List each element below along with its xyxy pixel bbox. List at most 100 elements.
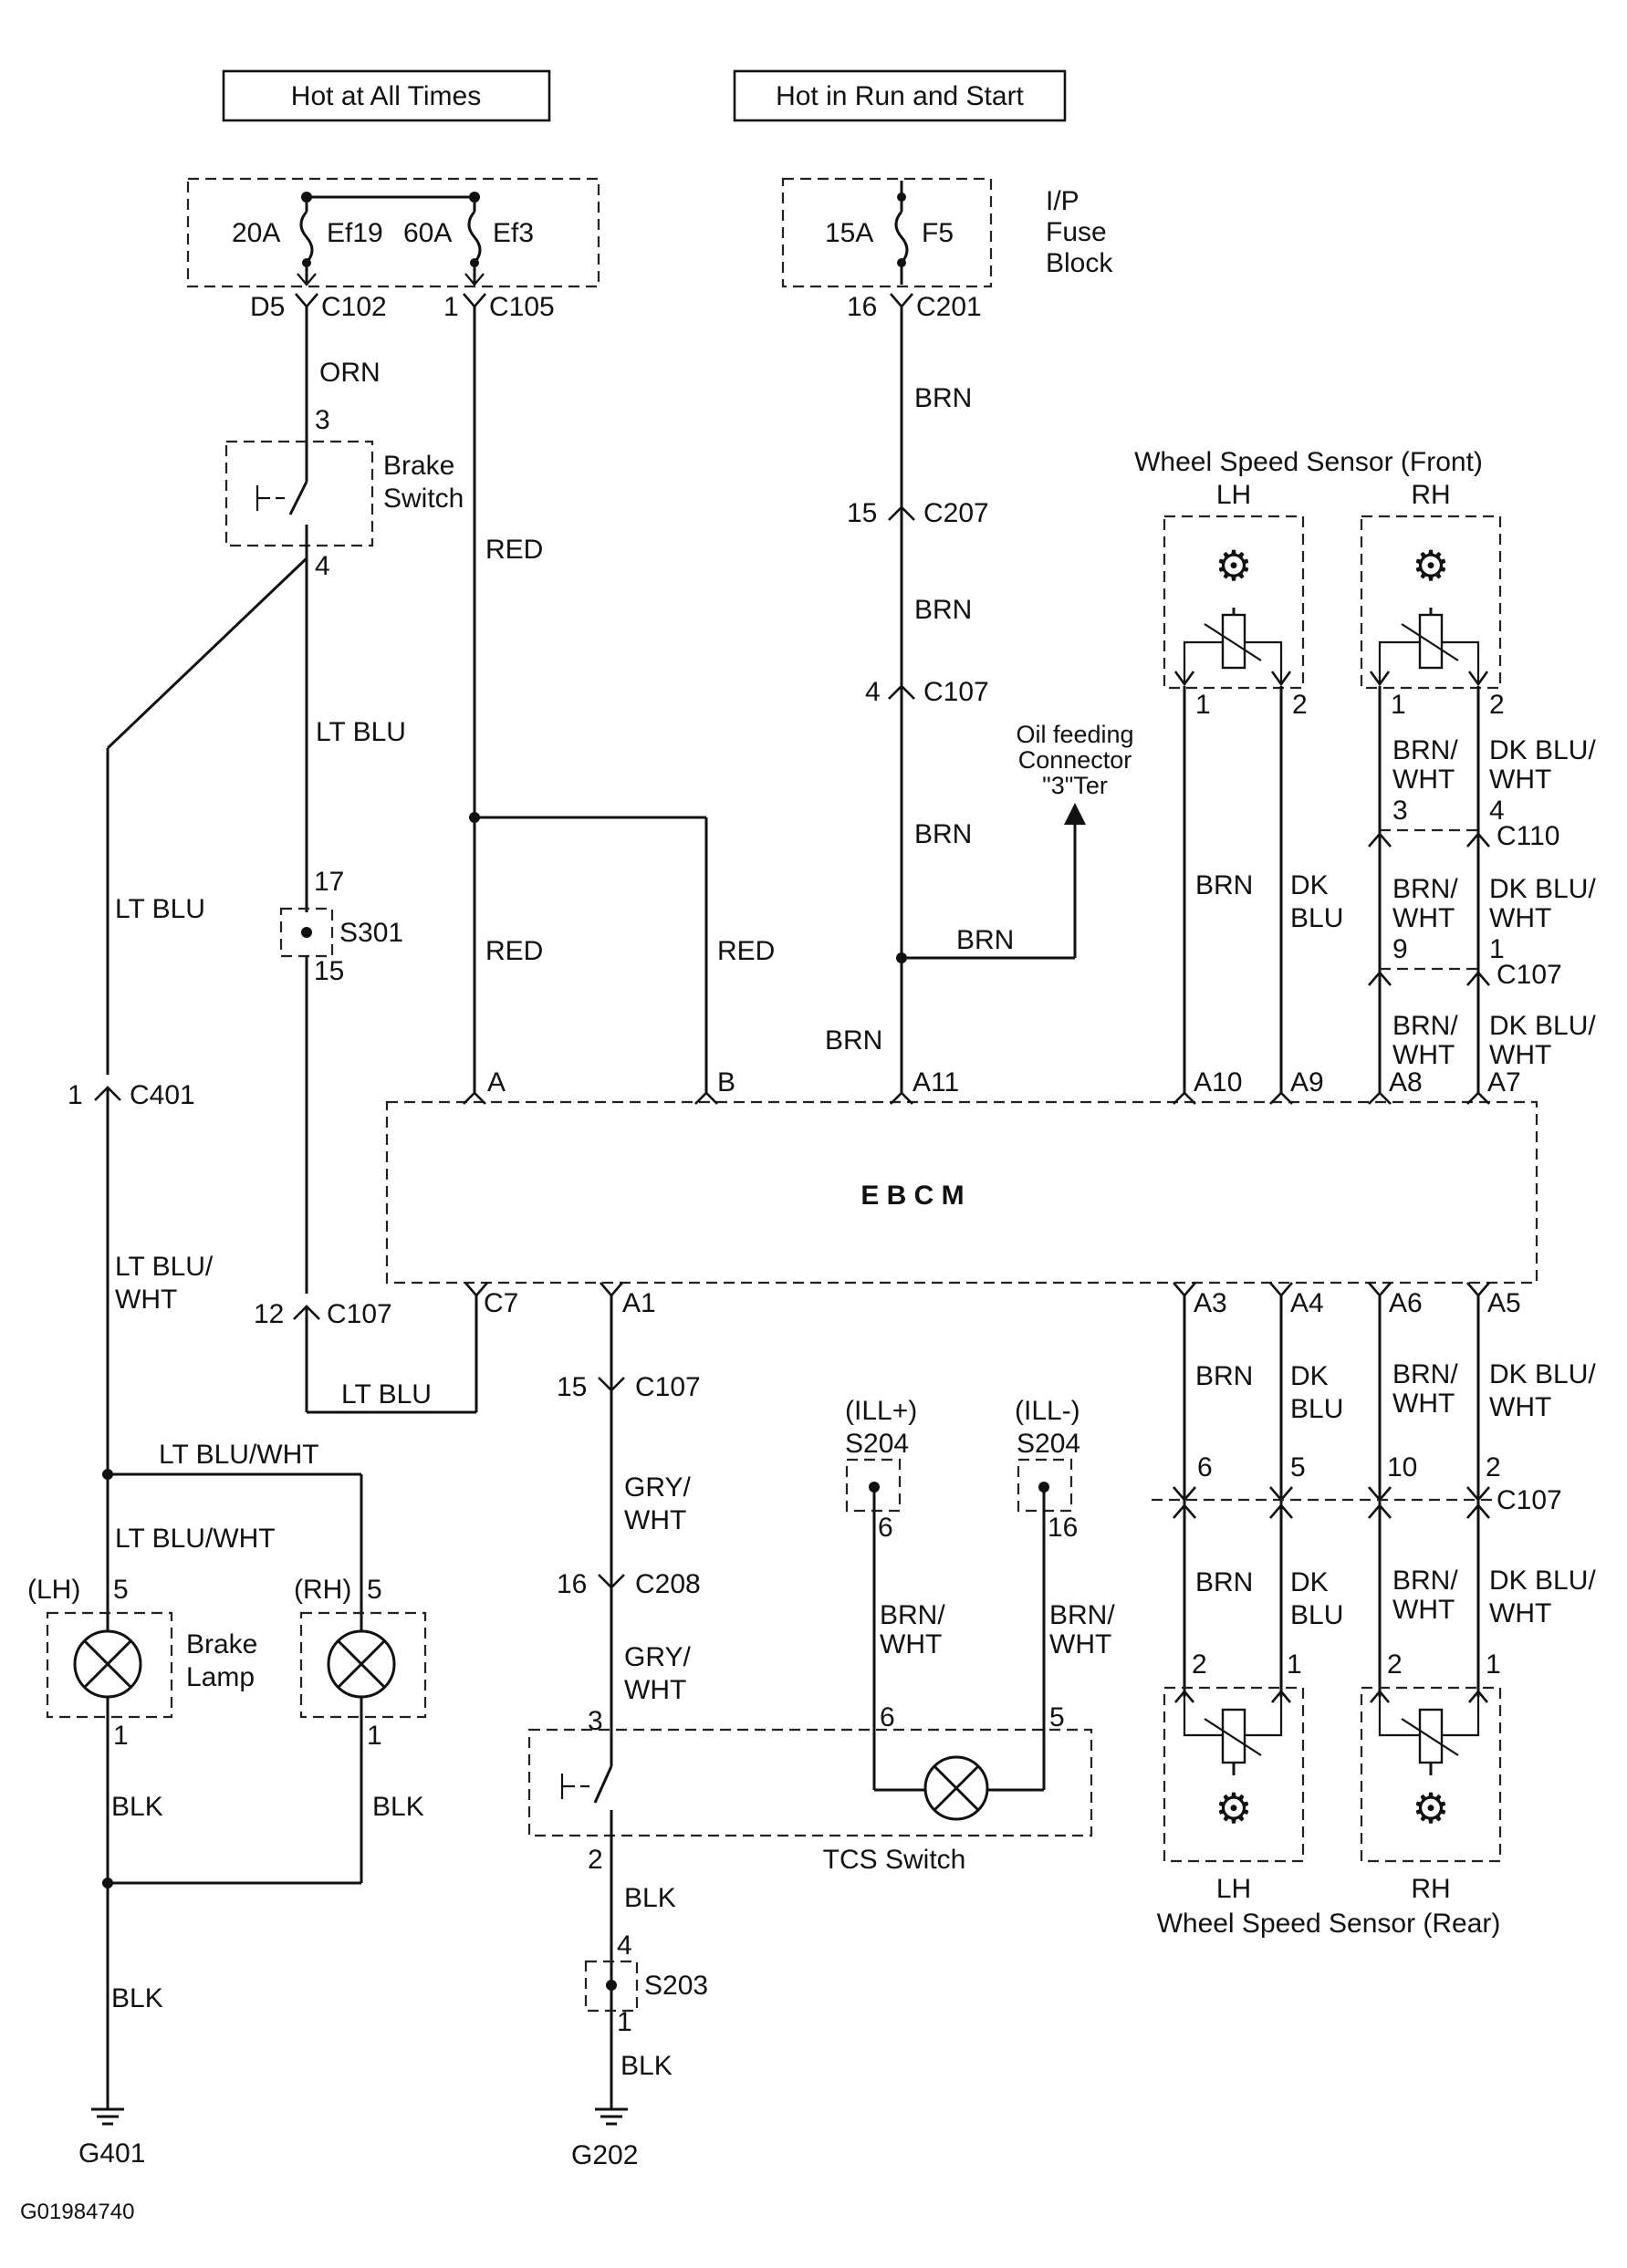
header-hot-run-start-label: Hot in Run and Start (776, 81, 1024, 111)
splice-s203: 4 S203 1 (584, 1930, 708, 2037)
tcs-pin-out: 2 (588, 1845, 603, 1875)
c401-pin: 1 (68, 1080, 83, 1110)
wire-lt-blu-left: LT BLU (115, 894, 205, 924)
ground-g401: G401 (78, 2107, 145, 2169)
wss-rear-lh: LH (1216, 1874, 1251, 1904)
wire-dk-blu-wht-fr-1b: WHT (1489, 765, 1551, 795)
wire-brn-wht-fr-3b: WHT (1392, 1040, 1455, 1070)
wire-brn-wht-fr-2a: BRN/ (1392, 874, 1458, 904)
wire-gry-wht-1a: GRY/ (624, 1472, 691, 1503)
brake-switch-pin-in: 3 (315, 405, 330, 435)
wire-dk-blu-wht-a5-a: DK BLU/ (1489, 1359, 1596, 1389)
tcs-switch-label: TCS Switch (823, 1845, 966, 1875)
s204-ill-plus-label: (ILL+) (845, 1396, 917, 1426)
brake-lamp-lh (46, 1611, 173, 1719)
c105-pin: 1 (443, 292, 459, 322)
c107-front-pin9: 9 (1392, 934, 1408, 964)
wire-brn-oil: BRN (956, 925, 1014, 955)
oil-feeding-label-1: Oil feeding (1016, 721, 1133, 748)
lamp-lh-pin-out: 1 (113, 1721, 129, 1751)
gear-icon: ⚙ (1215, 1784, 1252, 1832)
wire-brn-wht-fr-1a: BRN/ (1392, 735, 1458, 765)
brake-lamp-label-2: Lamp (186, 1662, 255, 1692)
pin-b: B (717, 1067, 735, 1098)
connector-c401: 1 C401 (68, 1080, 195, 1110)
ebcm-top-pins: A B A11 A10 A9 A8 A7 (463, 1067, 1521, 1105)
lamp-rh-pin-out: 1 (367, 1721, 382, 1751)
fuse-ef19-amp: 20A (232, 218, 280, 248)
wire-brn-rl: BRN (1195, 1567, 1253, 1597)
pin-a: A (487, 1067, 506, 1098)
c102-pin: D5 (250, 292, 285, 322)
brake-lamp-rh (299, 1611, 427, 1719)
wire-red-3: RED (717, 936, 775, 966)
gear-icon: ⚙ (1412, 542, 1449, 589)
wire-brn-wht-fr-3a: BRN/ (1392, 1011, 1458, 1041)
pin-a11: A11 (913, 1067, 959, 1098)
wire-blk-tcs: BLK (624, 1883, 676, 1913)
s203-pin-in: 4 (617, 1930, 632, 1961)
wire-brn-wht-ill-1a: BRN/ (880, 1600, 945, 1630)
wire-dk-blu-wht-a5-b: WHT (1489, 1392, 1551, 1422)
c107-rear-pin5: 5 (1290, 1452, 1306, 1483)
wire-brn-wht-rr-b: WHT (1392, 1595, 1455, 1625)
wire-blk-lh: BLK (111, 1792, 163, 1822)
c102-label: C102 (321, 292, 387, 322)
oil-feeding-connector: Oil feeding Connector "3"Ter (1016, 721, 1133, 799)
lamp-lh-label: (LH) (27, 1575, 80, 1605)
wss-fr-pin2: 2 (1489, 690, 1505, 720)
fuse-ef3: Ef3 (493, 218, 534, 248)
pin-a8: A8 (1389, 1067, 1423, 1098)
wire-lt-blu-wht-1a: LT BLU/ (115, 1252, 214, 1282)
pin-a4: A4 (1290, 1288, 1324, 1318)
wss-rear-lh-sensor: ⚙ (1163, 1686, 1305, 1863)
wire-brn-wht-fr-1b: WHT (1392, 765, 1455, 795)
c201-pin: 16 (847, 292, 877, 322)
fuse-f5-amp: 15A (825, 218, 873, 248)
wss-rl-pin1: 1 (1287, 1649, 1302, 1680)
wire-brn-4: BRN (825, 1025, 882, 1056)
fuse-ef3-amp: 60A (403, 218, 452, 248)
wire-dk-blu-wht-rr-b: WHT (1489, 1598, 1551, 1628)
wire-brn-wht-ill-1b: WHT (880, 1629, 942, 1659)
wire-blk-g202: BLK (621, 2051, 673, 2081)
wire-brn-wht-fr-2b: WHT (1392, 903, 1455, 933)
wss-fl-pin1: 1 (1195, 690, 1211, 720)
s204-pin-minus: 16 (1048, 1513, 1078, 1543)
c107-b-label: C107 (327, 1299, 392, 1329)
wire-brn-wht-a6-a: BRN/ (1392, 1359, 1458, 1389)
c107-rear-pin6: 6 (1197, 1452, 1213, 1483)
s204-pin-plus: 6 (878, 1513, 893, 1543)
tcs-lamp-pin5: 5 (1049, 1702, 1065, 1732)
pin-a1: A1 (622, 1288, 656, 1318)
header-hot-all-times-label: Hot at All Times (291, 81, 481, 111)
c110-label: C110 (1497, 821, 1560, 851)
connector-c107-front: C107 (1368, 960, 1562, 990)
wss-front-title: Wheel Speed Sensor (Front) (1134, 447, 1483, 477)
wire-brn-wht-rr-a: BRN/ (1392, 1566, 1458, 1596)
s204-minus-label: S204 (1017, 1429, 1080, 1459)
oil-feeding-label-3: "3"Ter (1042, 772, 1108, 799)
brake-switch-label-1: Brake (383, 451, 454, 481)
ebcm-bottom-pins: C7 A1 A3 A4 A6 A5 (464, 1282, 1521, 1318)
wire-dk-blu-a4-2: BLU (1290, 1394, 1343, 1424)
connector-c105: 1 C105 (443, 292, 555, 322)
c107-front-label: C107 (1497, 960, 1562, 990)
wire-orn: ORN (319, 358, 381, 388)
s301-pin-out: 15 (314, 956, 344, 986)
connector-c102: D5 C102 (250, 292, 387, 322)
c105-label: C105 (489, 292, 555, 322)
wss-rear-title: Wheel Speed Sensor (Rear) (1157, 1909, 1501, 1939)
wire-dk-blu-a9-2: BLU (1290, 903, 1343, 933)
c107-rear-pin2: 2 (1486, 1452, 1501, 1483)
lamp-rh-label: (RH) (294, 1575, 351, 1605)
brake-switch-label-2: Switch (383, 484, 464, 514)
connector-c207: 15 C207 (847, 498, 989, 528)
s204-ill-minus-label: (ILL-) (1015, 1396, 1080, 1426)
wire-dk-blu-wht-fr-1a: DK BLU/ (1489, 735, 1596, 765)
s301-pin-in: 17 (314, 867, 344, 897)
gear-icon: ⚙ (1412, 1784, 1449, 1832)
wire-brn-2: BRN (914, 595, 972, 625)
wire-brn-a3: BRN (1195, 1361, 1253, 1391)
